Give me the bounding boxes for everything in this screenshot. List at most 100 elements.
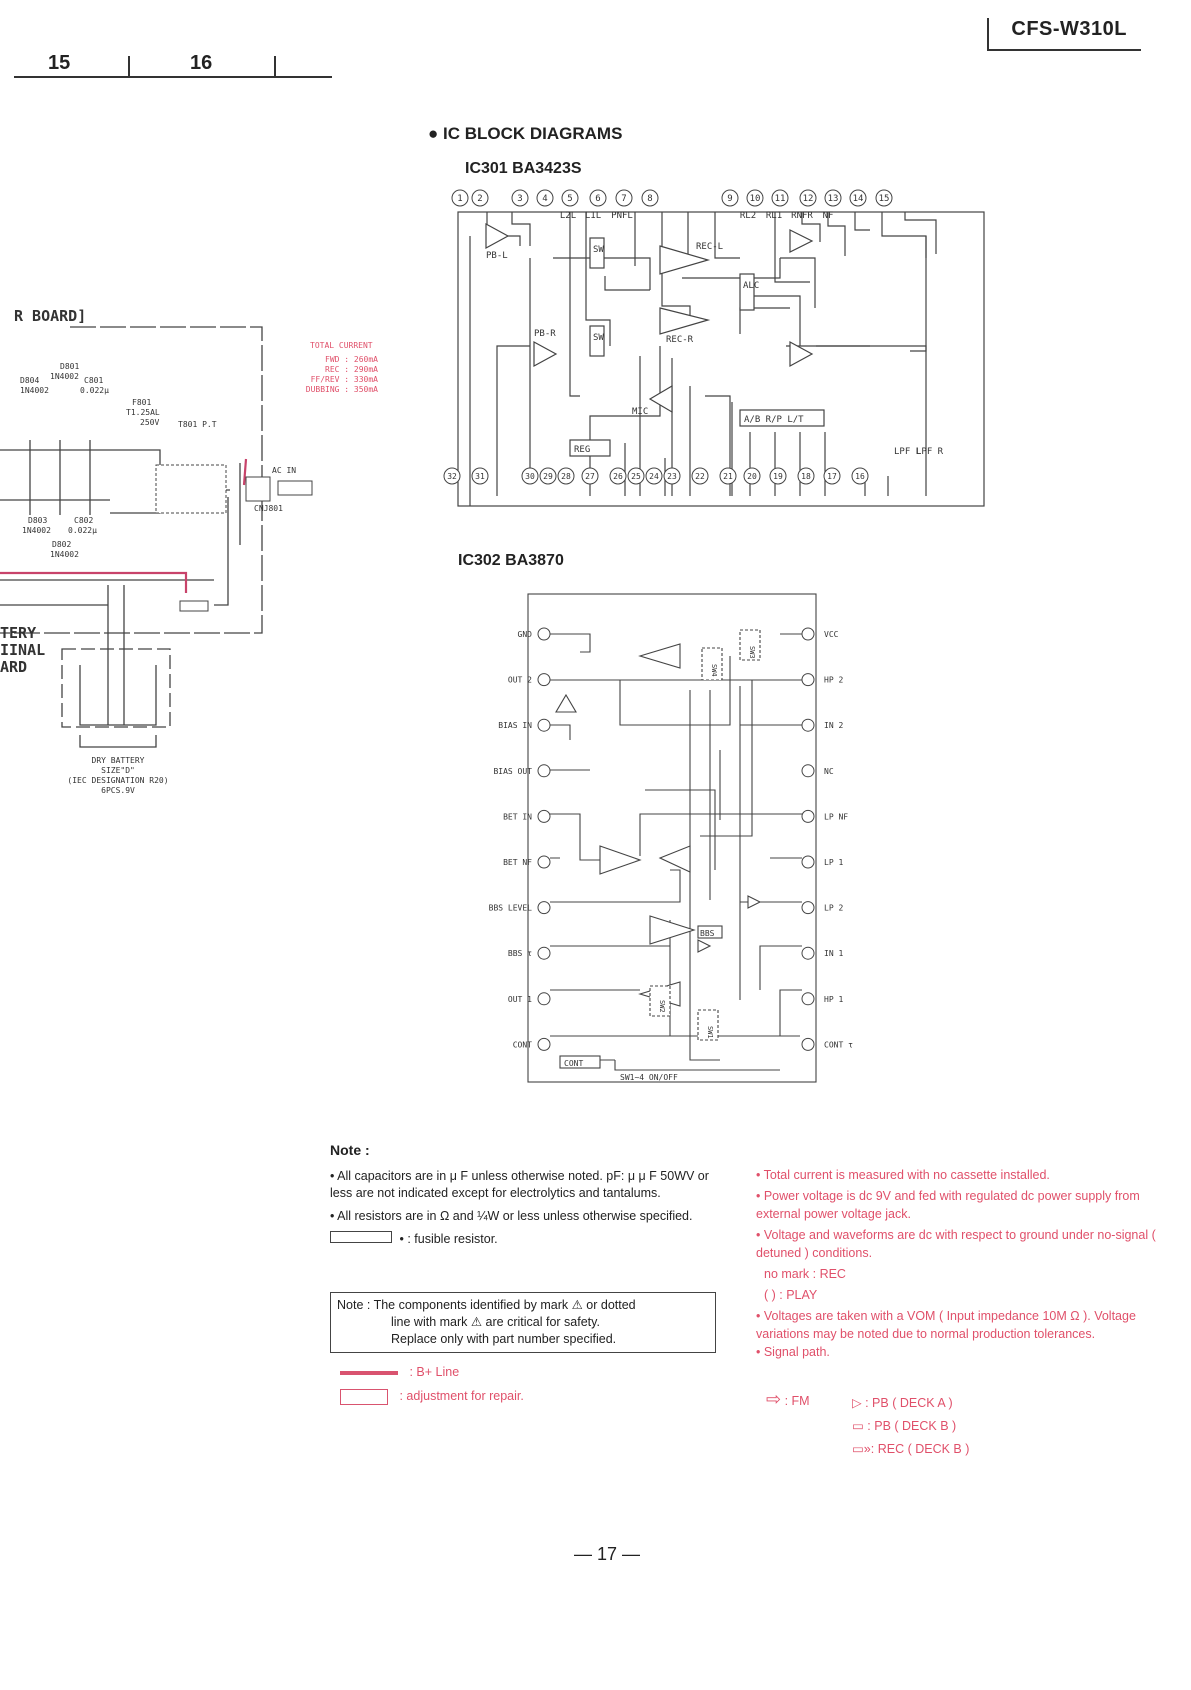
total-current-line: DUBBING : 350mA [306,385,378,394]
ic301-pin [511,189,529,207]
ic301-pin [691,467,709,485]
ic302-pin [537,992,551,1006]
ic301-pin [589,189,607,207]
ic301-pin-label: 17 [827,472,837,481]
fusible-resistor-symbol [330,1231,392,1243]
ic301-pin-label: 11 [775,194,786,204]
part-label: CNJ801 [254,504,283,513]
page-divider [128,56,130,76]
ic301-pin-label: 22 [695,472,705,481]
ic301-top-label: RL2 [740,211,756,221]
part-label: AC IN [272,466,296,475]
pb-b-arrow-icon: ▭ [852,1419,864,1433]
sw-r-label: SW [593,333,604,343]
ic301-top-label: NF [823,211,834,221]
total-current-line: FF/REV : 330mA [311,375,379,384]
note-total-current: • Total current is measured with no cass… [756,1168,1050,1182]
abrp-label: A/B R/P L/T [744,415,804,425]
ic302-pin [801,946,815,960]
ic302-pin [537,1037,551,1051]
part-label: 1N4002 [50,372,79,381]
ic302-pin [537,809,551,823]
ic302-right-pin-label: LP 2 [824,904,843,913]
ic302-pin [801,855,815,869]
ic302-pin [537,901,551,915]
ic301-pin [746,189,764,207]
bbs-block [697,925,723,939]
ic301-pin-label: 4 [542,194,547,204]
adjust-text: : adjustment for repair. [399,1389,524,1403]
part-label: C801 [84,376,103,385]
fusible-text: • : fusible resistor. [399,1232,498,1246]
ic302-right-pin-label: NC [824,767,834,776]
ic302-pin [537,718,551,732]
ic302-left-pin-label: BET IN [503,812,532,821]
ic302-pin [537,673,551,687]
lpf-r-label: LPF R [916,447,944,457]
ic301-pin-label: 16 [855,472,865,481]
part-label: 1N4002 [20,386,49,395]
sw2-label: SW2 [658,1000,666,1013]
ic301-pin-label: 20 [747,472,757,481]
battery-label: SIZE"D" [101,766,135,775]
part-label: D802 [52,540,71,549]
fm-text: : FM [784,1394,810,1408]
cont-block [559,1055,601,1069]
notes-title: Note : [330,1142,370,1158]
sw-l-block [589,237,605,269]
ic302-left-pin-label: BBS LEVEL [489,904,533,913]
ic301-pin [663,467,681,485]
ic301-pin [824,189,842,207]
note-voltage-waveform: • Voltage and waveforms are dc with resp… [756,1228,1156,1260]
ic301-pin [743,467,761,485]
ic301-pin-label: 5 [567,194,572,204]
notes-left: • All capacitors are in μ F unless other… [330,1168,710,1248]
out-amp-r [789,340,814,368]
ic301-top-label: L2L [560,211,576,221]
signal-fm: ⇨ : FM [766,1390,810,1410]
ic301-pin [615,189,633,207]
ic302-left-pin-label: BBS τ [508,949,532,958]
part-label: 1N4002 [50,550,79,559]
rec-l-label: REC-L [696,242,723,252]
sw3-label: SW3 [748,646,756,659]
rec-r-label: REC-R [666,335,694,345]
safety-note-box: Note : The components identified by mark… [330,1292,716,1353]
signal-pb-b: ▭ : PB ( DECK B ) [852,1415,969,1438]
sw-onoff-label: SW1~4 ON/OFF [620,1073,678,1082]
ic301-pin-label: 6 [595,194,600,204]
pb-l-amp [485,222,510,250]
out-amp-l [789,229,814,253]
sw1-block [697,1009,719,1041]
ic301-pin [641,189,659,207]
total-current-line: REC : 290mA [325,365,378,374]
ic301-pin [581,467,599,485]
adjust-swatch [340,1388,388,1405]
ic301-pin [823,467,841,485]
ic301-pin-label: 14 [853,194,864,204]
ic301-top-label: PNFL [611,211,633,221]
lp-amp [658,845,691,873]
ic301-pin-label: 32 [447,472,457,481]
ic302-left-pin-label: BIAS OUT [493,767,532,776]
ic301-pin-label: 13 [828,194,839,204]
ic302-pin [537,855,551,869]
ic301-pin-label: 9 [727,194,732,204]
note-no-mark: no mark : REC [764,1267,846,1281]
page-divider [274,56,276,76]
total-current-line: FWD : 260mA [325,355,378,364]
page-number-15: 15 [48,52,71,74]
pb-a-arrow-icon: ▷ [852,1396,862,1410]
ic301-top-label: L1L [585,211,601,221]
ic301-pin-label: 3 [517,194,522,204]
ic301-pin-label: 21 [723,472,733,481]
model-label: CFS-W310L [987,18,1141,51]
alc-block [739,273,755,311]
reg-label: REG [574,445,590,455]
ic301-pin [557,467,575,485]
ic302-right-pin-label: HP 1 [824,995,843,1004]
battery-label: 6PCS.9V [101,786,135,795]
ic301-title: IC301 BA3423S [465,160,582,177]
ic302-outline [527,593,817,1083]
